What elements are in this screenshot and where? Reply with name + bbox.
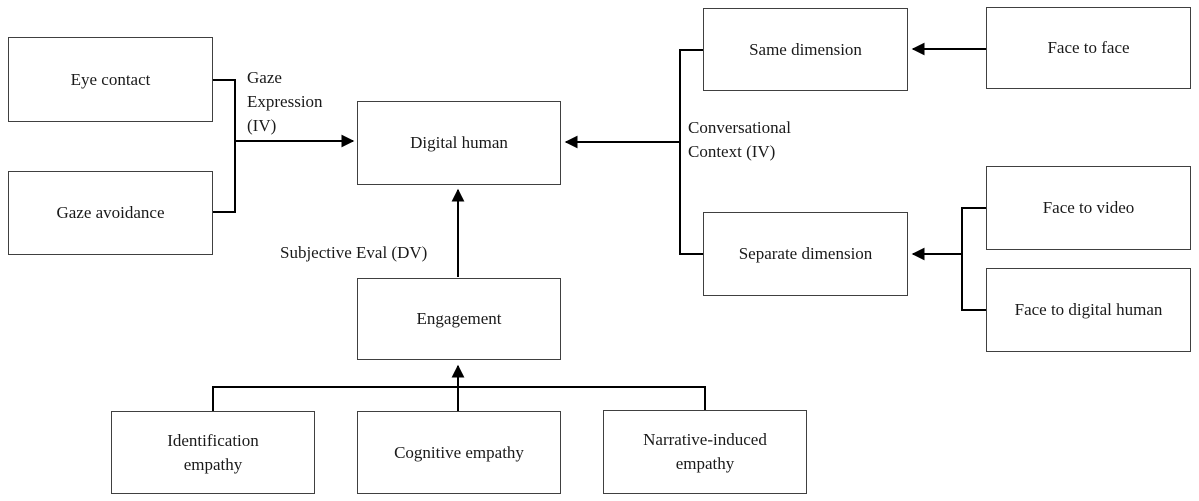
edge-label-subjective-eval: Subjective Eval (DV)	[280, 241, 427, 265]
node-same-dimension: Same dimension	[703, 8, 908, 91]
node-cognitive-empathy: Cognitive empathy	[357, 411, 561, 494]
node-separate-dimension: Separate dimension	[703, 212, 908, 296]
node-engagement: Engagement	[357, 278, 561, 360]
connector-separate-bracket	[961, 207, 986, 311]
node-label: Digital human	[410, 133, 508, 152]
node-label: Cognitive empathy	[394, 442, 524, 462]
node-digital-human: Digital human	[357, 101, 561, 185]
edge-label-line: Expression	[247, 92, 323, 111]
connector-context-bracket	[679, 49, 703, 255]
node-label-line2: empathy	[675, 454, 735, 473]
node-gaze-avoidance: Gaze avoidance	[8, 171, 213, 255]
node-label-line1: Identification	[167, 430, 259, 450]
node-label: Gaze avoidance	[56, 203, 165, 222]
edge-label-line: Conversational	[688, 118, 791, 137]
node-face-to-digital-human: Face to digital human	[986, 268, 1191, 352]
node-label-line2: empathy	[183, 454, 243, 474]
edge-label-line: Context (IV)	[688, 142, 776, 161]
node-narrative-induced-empathy: Narrative-induced empathy	[603, 410, 807, 494]
node-identification-empathy: Identification empathy	[111, 411, 315, 494]
node-label: Face to digital human	[1014, 300, 1163, 319]
edge-label-line: Gaze	[247, 68, 282, 87]
connector-gaze-bracket	[213, 79, 236, 213]
edge-label-gaze-expression: Gaze Expression (IV)	[247, 66, 323, 138]
edge-label-line: (IV)	[247, 116, 277, 135]
node-label: Eye contact	[70, 69, 151, 89]
node-label-line1: Narrative-induced	[643, 430, 767, 449]
node-face-to-face: Face to face	[986, 7, 1191, 89]
node-label: Engagement	[416, 309, 502, 328]
node-eye-contact: Eye contact	[8, 37, 213, 122]
node-label: Face to video	[1042, 198, 1135, 217]
node-label: Same dimension	[749, 39, 862, 59]
node-label: Face to face	[1047, 38, 1130, 57]
edge-label-line: Subjective Eval (DV)	[280, 243, 428, 262]
edge-label-conversational-context: Conversational Context (IV)	[688, 116, 791, 164]
node-face-to-video: Face to video	[986, 166, 1191, 250]
node-label: Separate dimension	[738, 244, 873, 263]
